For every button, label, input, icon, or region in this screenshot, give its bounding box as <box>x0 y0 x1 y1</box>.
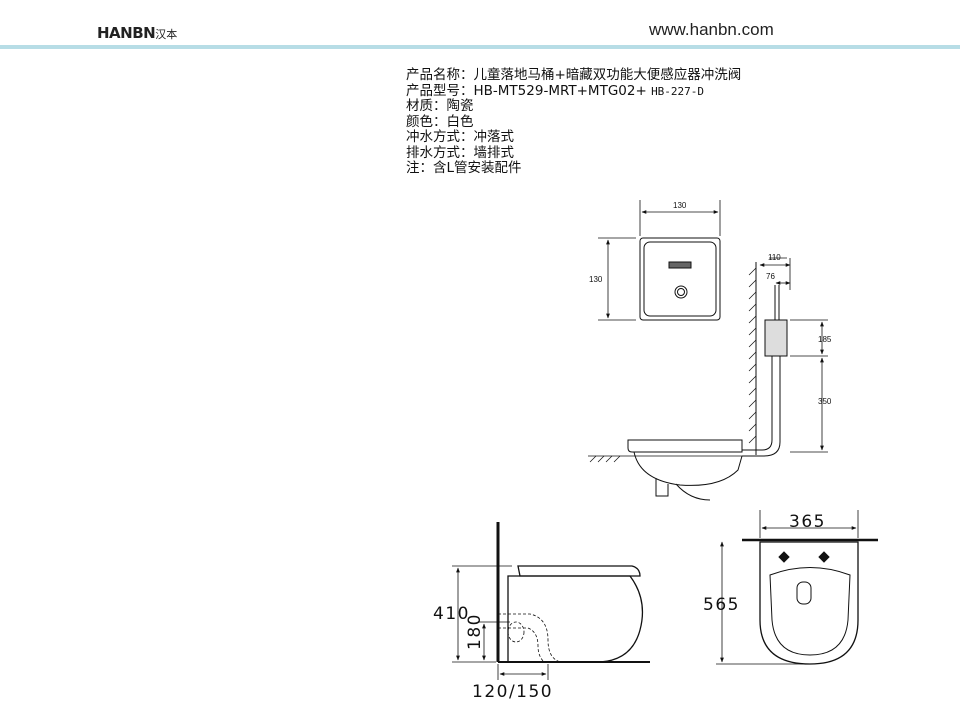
brand-name: HANBN <box>97 24 156 42</box>
sensor-window <box>668 261 692 269</box>
sensor-button <box>674 285 688 299</box>
side-height-label: 410 <box>433 604 470 624</box>
website-url[interactable]: www.hanbn.com <box>649 20 774 39</box>
product-model-label: 产品型号： <box>406 82 474 99</box>
toilet-side-drawing <box>452 522 650 680</box>
header-bar: HANBN汉本 www.hanbn.com <box>0 0 960 50</box>
install-toilet-trap <box>655 478 669 497</box>
toilet-top-drawing <box>716 510 878 665</box>
top-length-label: 565 <box>703 595 740 615</box>
product-spec-block: 产品名称：儿童落地马桶+暗藏双功能大便感应器冲洗阀 产品型号：HB-MT529-… <box>406 67 742 177</box>
brand-logo: HANBN汉本 <box>97 24 177 42</box>
side-bowl <box>507 575 644 663</box>
side-outlet-height-label: 180 <box>465 613 485 650</box>
product-model-extra: HB-227-D <box>651 84 705 98</box>
product-color: 颜色：白色 <box>406 113 474 130</box>
sensor-button-inner <box>677 288 685 296</box>
install-dim-110: 110 <box>768 253 781 262</box>
side-seat <box>517 565 641 577</box>
product-model-value: HB-MT529-MRT+MTG02+ <box>473 82 647 99</box>
product-drain-method: 排水方式：墙排式 <box>406 144 514 161</box>
side-wall-offset-label: 120/150 <box>472 682 553 702</box>
brand-name-cn: 汉本 <box>155 28 178 41</box>
top-hinge-right <box>818 551 830 563</box>
product-model: 产品型号：HB-MT529-MRT+MTG02+ HB-227-D <box>406 82 741 100</box>
install-toilet-bowl <box>633 451 743 486</box>
product-name: 产品名称：儿童落地马桶+暗藏双功能大便感应器冲洗阀 <box>406 67 742 83</box>
top-hinge-left <box>778 551 790 563</box>
side-trap-hidden <box>498 613 561 663</box>
header-rule <box>0 45 960 49</box>
sensor-front-drawing <box>598 200 721 321</box>
top-width-label: 365 <box>789 512 826 532</box>
flush-valve-box <box>764 319 788 357</box>
product-material: 材质：陶瓷 <box>406 98 474 114</box>
product-note: 注：含L管安装配件 <box>406 160 522 176</box>
product-flush-method: 冲水方式：冲落式 <box>406 129 514 145</box>
flush-pipe-inner <box>742 356 781 457</box>
sensor-height-label: 130 <box>589 275 603 284</box>
sensor-panel-outer <box>639 237 721 321</box>
top-bowl-opening <box>769 567 851 656</box>
install-toilet-rim <box>627 439 743 453</box>
flush-pipe-outer <box>742 356 773 451</box>
install-dim-350: 350 <box>818 397 832 406</box>
top-seat-outer <box>759 541 859 665</box>
sensor-panel-inner <box>643 241 717 317</box>
install-dim-76: 76 <box>766 272 775 281</box>
wall-hatch <box>748 267 757 444</box>
sensor-width-label: 130 <box>673 201 687 210</box>
top-drain-hole <box>796 581 812 605</box>
side-install-drawing <box>588 257 828 501</box>
install-dim-185: 185 <box>818 335 832 344</box>
